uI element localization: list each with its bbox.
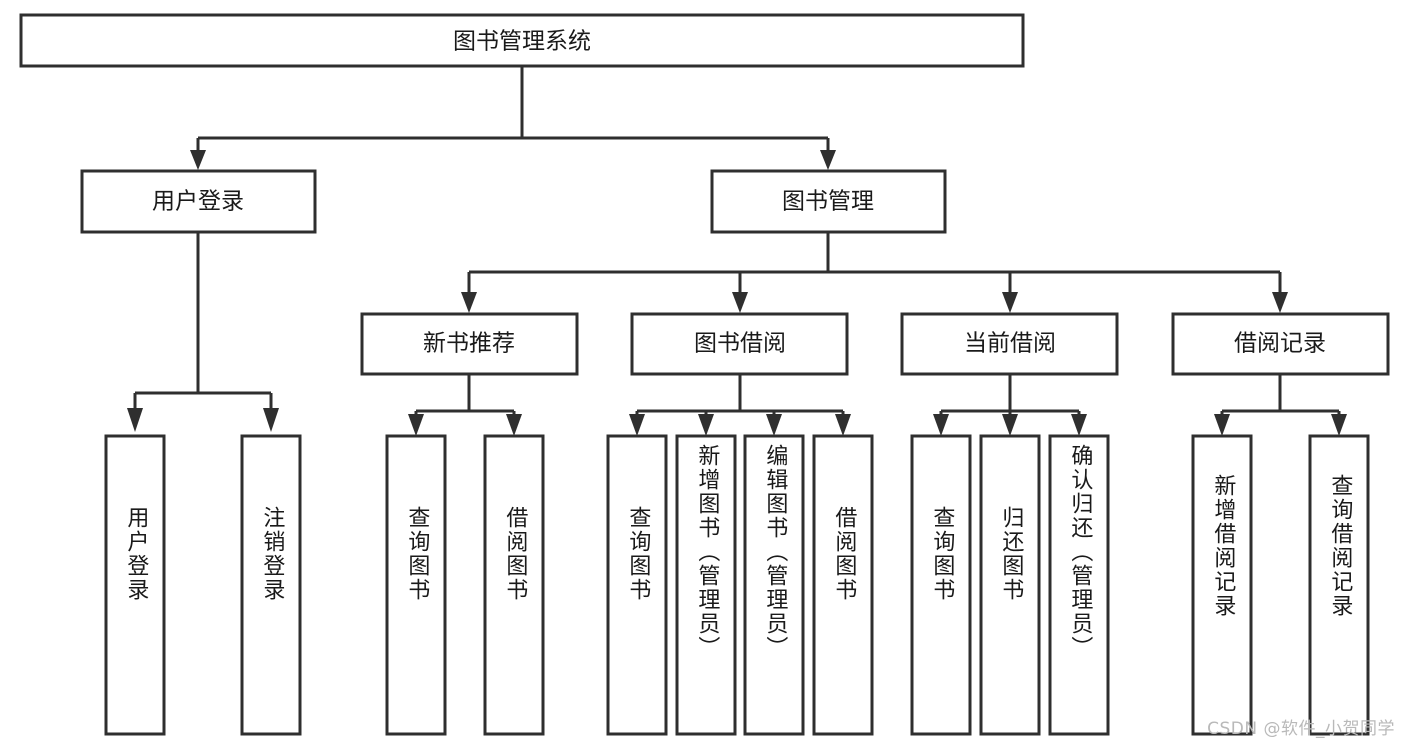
node-borrow-record-label: 借阅记录 [1234, 331, 1326, 357]
csdn-watermark: CSDN @软件_小贺同学 [1207, 719, 1395, 739]
arrow-root-to-user-login [190, 150, 206, 170]
node-root[interactable]: 图书管理系统 [19, 13, 1025, 68]
arrow-l3-0-leaf-0 [408, 414, 424, 436]
leaf-box-book-borrow-3[interactable] [812, 434, 874, 736]
arrow-user-login-leaf-1 [263, 408, 279, 432]
arrow-l3-1-leaf-0 [629, 414, 645, 436]
node-current-borrow-box[interactable] [900, 312, 1119, 376]
leaf-box-current-borrow-0[interactable] [910, 434, 972, 736]
node-new-book-recommend-box[interactable] [360, 312, 579, 376]
leaf-box-book-borrow-2[interactable] [743, 434, 805, 736]
node-root-label: 图书管理系统 [453, 29, 591, 55]
leaf-box-group [104, 434, 1370, 736]
node-user-login-box[interactable] [80, 169, 317, 234]
node-new-book-recommend-label: 新书推荐 [423, 331, 515, 357]
node-book-borrow-label: 图书借阅 [694, 331, 786, 357]
connector-group [127, 66, 1347, 436]
arrow-user-login-leaf-0 [127, 408, 143, 432]
leaf-box-user-login-1[interactable] [240, 434, 302, 736]
arrow-root-to-book-mgmt [820, 150, 836, 170]
node-book-borrow-box[interactable] [630, 312, 849, 376]
node-book-borrow[interactable]: 图书借阅 [630, 312, 849, 376]
leaf-box-user-login-0[interactable] [104, 434, 166, 736]
node-book-management-box[interactable] [710, 169, 947, 234]
node-current-borrow-label: 当前借阅 [964, 331, 1056, 357]
arrow-to-l3-2 [1002, 292, 1018, 313]
leaf-box-new-book-0[interactable] [385, 434, 447, 736]
node-borrow-record[interactable]: 借阅记录 [1171, 312, 1390, 376]
leaf-box-current-borrow-1[interactable] [979, 434, 1041, 736]
node-current-borrow[interactable]: 当前借阅 [900, 312, 1119, 376]
node-user-login[interactable]: 用户登录 [80, 169, 317, 234]
arrow-l3-2-leaf-2 [1071, 414, 1087, 436]
arrow-l3-1-leaf-1 [698, 414, 714, 436]
arrow-l3-2-leaf-0 [933, 414, 949, 436]
leaf-box-borrow-record-1[interactable] [1308, 434, 1370, 736]
arrow-l3-2-leaf-1 [1002, 414, 1018, 436]
arrow-l3-3-leaf-1 [1331, 414, 1347, 436]
node-new-book-recommend[interactable]: 新书推荐 [360, 312, 579, 376]
leaf-box-borrow-record-0[interactable] [1191, 434, 1253, 736]
arrow-to-l3-1 [732, 292, 748, 313]
node-book-management-label: 图书管理 [782, 189, 874, 215]
node-borrow-record-box[interactable] [1171, 312, 1390, 376]
arrow-l3-1-leaf-3 [835, 414, 851, 436]
node-user-login-label: 用户登录 [152, 189, 244, 215]
arrow-to-l3-3 [1272, 292, 1288, 313]
arrow-l3-3-leaf-0 [1214, 414, 1230, 436]
arrow-to-l3-0 [461, 292, 477, 313]
arrow-l3-1-leaf-2 [766, 414, 782, 436]
arrow-l3-0-leaf-1 [506, 414, 522, 436]
leaf-box-book-borrow-0[interactable] [606, 434, 668, 736]
node-book-management[interactable]: 图书管理 [710, 169, 947, 234]
leaf-box-current-borrow-2[interactable] [1048, 434, 1110, 736]
node-root-box[interactable] [19, 13, 1025, 68]
leaf-box-book-borrow-1[interactable] [675, 434, 737, 736]
leaf-box-new-book-1[interactable] [483, 434, 545, 736]
